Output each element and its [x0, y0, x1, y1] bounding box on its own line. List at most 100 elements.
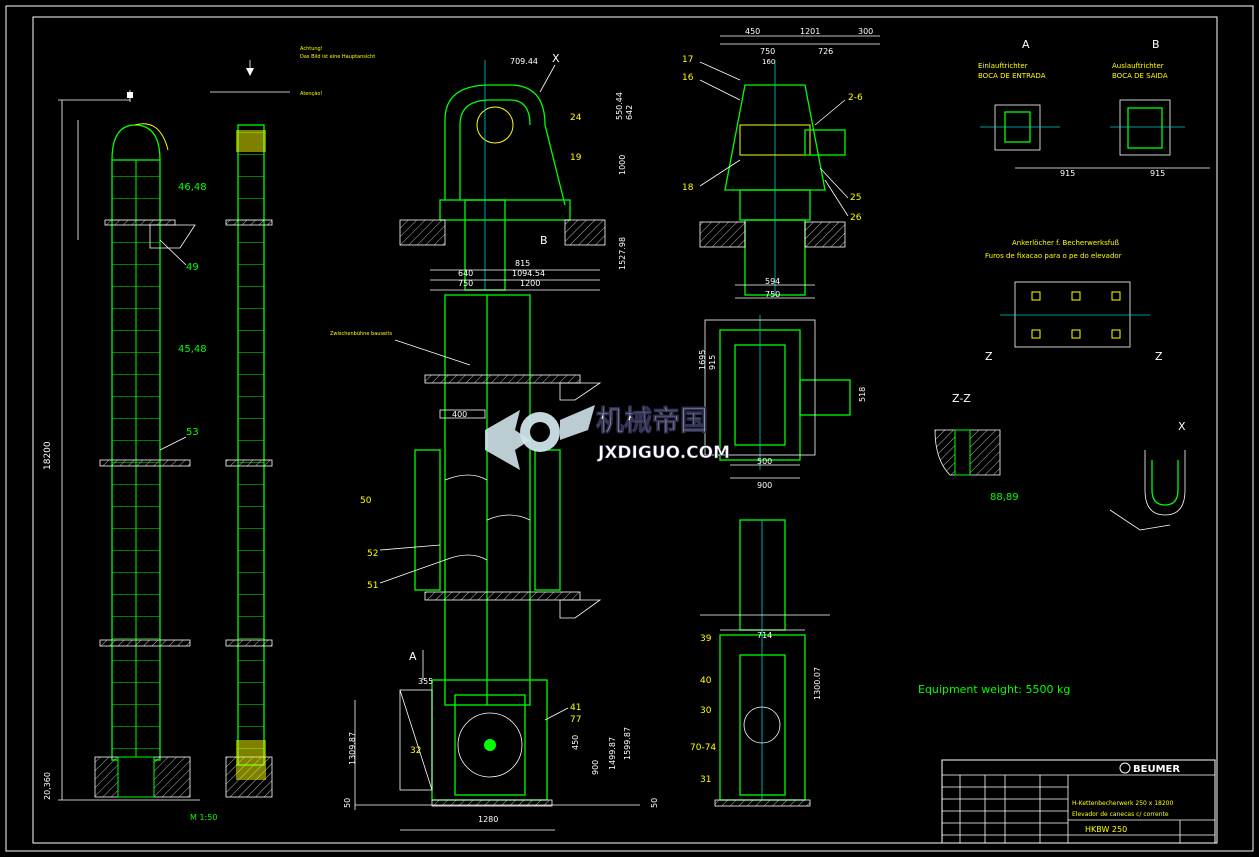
item-39: 39	[700, 634, 712, 644]
boot-side-714: 714	[757, 631, 772, 640]
inner-border	[32, 16, 1218, 844]
anchor-pt: Furos de fixacao para o pe do elevador	[985, 252, 1122, 260]
view-B-label: B	[1152, 38, 1160, 51]
item-51: 51	[367, 581, 378, 591]
head-view: 709.44 550.44 642 1000 1527.98 815 640 1…	[300, 46, 634, 291]
level-4548: 45,48	[178, 344, 207, 355]
item-24: 24	[570, 113, 582, 123]
title-block: BEUMER H-Kettenbecherwerk 250 x 18200 El…	[941, 759, 1216, 844]
mid-dim-900: 900	[757, 481, 772, 490]
item-30: 30	[700, 706, 712, 716]
label-X: X	[552, 52, 560, 65]
mid-dim-1695: 1695	[698, 350, 707, 370]
mid-dim-518: 518	[858, 387, 867, 402]
drive-plan-view: 500 900 1695 915 518	[698, 315, 867, 490]
item-25: 25	[850, 193, 861, 203]
item-16: 16	[682, 73, 694, 83]
section-zz: Z-Z 88,89	[934, 392, 1019, 503]
side-dim-726: 726	[818, 47, 833, 56]
watermark-title: 机械帝国	[596, 404, 708, 437]
elevation-front: 18200 20,360 46,48 49 45,48 53 M 1:50	[43, 90, 217, 822]
dim-70944: 709.44	[510, 57, 538, 66]
mid-dim-500: 500	[757, 457, 772, 466]
view-a-inlet: A Einlauftrichter BOCA DE ENTRADA 915	[978, 38, 1115, 178]
head-side-view: 450 1201 300 750 726 160 594 750 17 16 1…	[682, 27, 880, 299]
height-dim: 18200	[43, 441, 53, 470]
outer-border	[5, 5, 1254, 852]
detail-x: X	[1109, 420, 1186, 531]
boot-dim-50b: 50	[650, 798, 659, 808]
equipment-weight: Equipment weight: 5500 kg	[918, 683, 1070, 696]
dim-1200: 1200	[520, 279, 540, 288]
dim-640: 640	[458, 269, 473, 278]
view-A-label: A	[1022, 38, 1030, 51]
scale-main: M 1:50	[190, 813, 217, 822]
boot-dim-50a: 50	[343, 798, 352, 808]
side-dim-594: 594	[765, 277, 780, 286]
anchor-de: Ankerlöcher f. Becherwerksfuß	[1012, 239, 1120, 247]
item-70-74: 70-74	[690, 743, 716, 753]
dim-815: 815	[515, 259, 530, 268]
label-ZZ: Z-Z	[952, 392, 971, 405]
side-dim-160: 160	[762, 58, 775, 66]
boot-dim-450: 450	[571, 735, 580, 750]
drawing-number: HKBW 250	[1085, 825, 1127, 834]
boot-width: 1280	[478, 815, 498, 824]
dim-152798: 1527.98	[618, 237, 627, 270]
zz-dim: 88,89	[990, 492, 1019, 503]
dim-642: 642	[625, 105, 634, 120]
anchor-hole-plan: Ankerlöcher f. Becherwerksfuß Furos de f…	[985, 239, 1163, 363]
watermark-logo: 机械帝国 JXDIGUO.COM	[485, 404, 730, 470]
boot-side-130007: 1300.07	[813, 667, 822, 700]
title-line2: Elevador de canecas c/ corrente	[1072, 811, 1169, 818]
detail-X-label: X	[1178, 420, 1186, 433]
item-17: 17	[682, 55, 693, 65]
dim-1000: 1000	[618, 155, 627, 175]
dim-750: 750	[458, 279, 473, 288]
boot-dim-130987: 1309.87	[348, 732, 357, 765]
item-26: 26	[850, 213, 862, 223]
item-32: 32	[410, 746, 421, 756]
label-B-head: B	[540, 234, 548, 247]
item-53: 53	[186, 427, 199, 438]
item-41: 41	[570, 703, 581, 713]
item-50: 50	[360, 496, 372, 506]
side-dim-450: 450	[745, 27, 760, 36]
boot-dim-159987: 1599.87	[623, 727, 632, 760]
center-shaft: 400 50 52 51 Zwischenbühne bauseits	[330, 294, 602, 706]
note-general: Achtung!	[300, 46, 323, 52]
boot-dim-900: 900	[591, 760, 600, 775]
base-dim: 20,360	[43, 772, 52, 800]
boot-side-view: 714 1300.07 39 40 30 70-74 31	[690, 519, 830, 807]
item-18: 18	[682, 183, 694, 193]
company-name: BEUMER	[1133, 764, 1180, 775]
boot-dim-149987: 1499.87	[608, 737, 617, 770]
mid-dim-915: 915	[708, 355, 717, 370]
label-A-boot: A	[409, 650, 417, 663]
view-B-de: Auslauftrichter	[1112, 62, 1164, 70]
item-52: 52	[367, 549, 378, 559]
dim-109454: 1094.54	[512, 269, 545, 278]
view-B-915: 915	[1150, 169, 1165, 178]
side-dim-750: 750	[760, 47, 775, 56]
note-general-1: Das Bild ist eine Hauptansicht	[300, 54, 375, 60]
dim-55044: 550.44	[615, 92, 624, 120]
view-B-pt: BOCA DE SAIDA	[1112, 72, 1168, 80]
dim-400: 400	[452, 410, 467, 419]
level-4648: 46,48	[178, 182, 207, 193]
view-b-outlet: B Auslauftrichter BOCA DE SAIDA 915	[1110, 38, 1210, 178]
side-dim-750b: 750	[765, 290, 780, 299]
boot-dim-355: 355	[418, 677, 433, 686]
item-19: 19	[570, 153, 582, 163]
item-77: 77	[570, 715, 581, 725]
item-2-6: 2-6	[848, 93, 863, 103]
side-dim-1201: 1201	[800, 27, 820, 36]
view-A-pt: BOCA DE ENTRADA	[978, 72, 1046, 80]
elevation-side	[210, 60, 290, 798]
label-Z1: Z	[985, 350, 993, 363]
watermark-url: JXDIGUO.COM	[597, 443, 730, 463]
item-49: 49	[186, 262, 199, 273]
title-line1: H-Kettenbecherwerk 250 x 18200	[1072, 800, 1173, 807]
boot-view: 1280 1599.87 1499.87 1309.87 900 450 50 …	[343, 650, 659, 831]
